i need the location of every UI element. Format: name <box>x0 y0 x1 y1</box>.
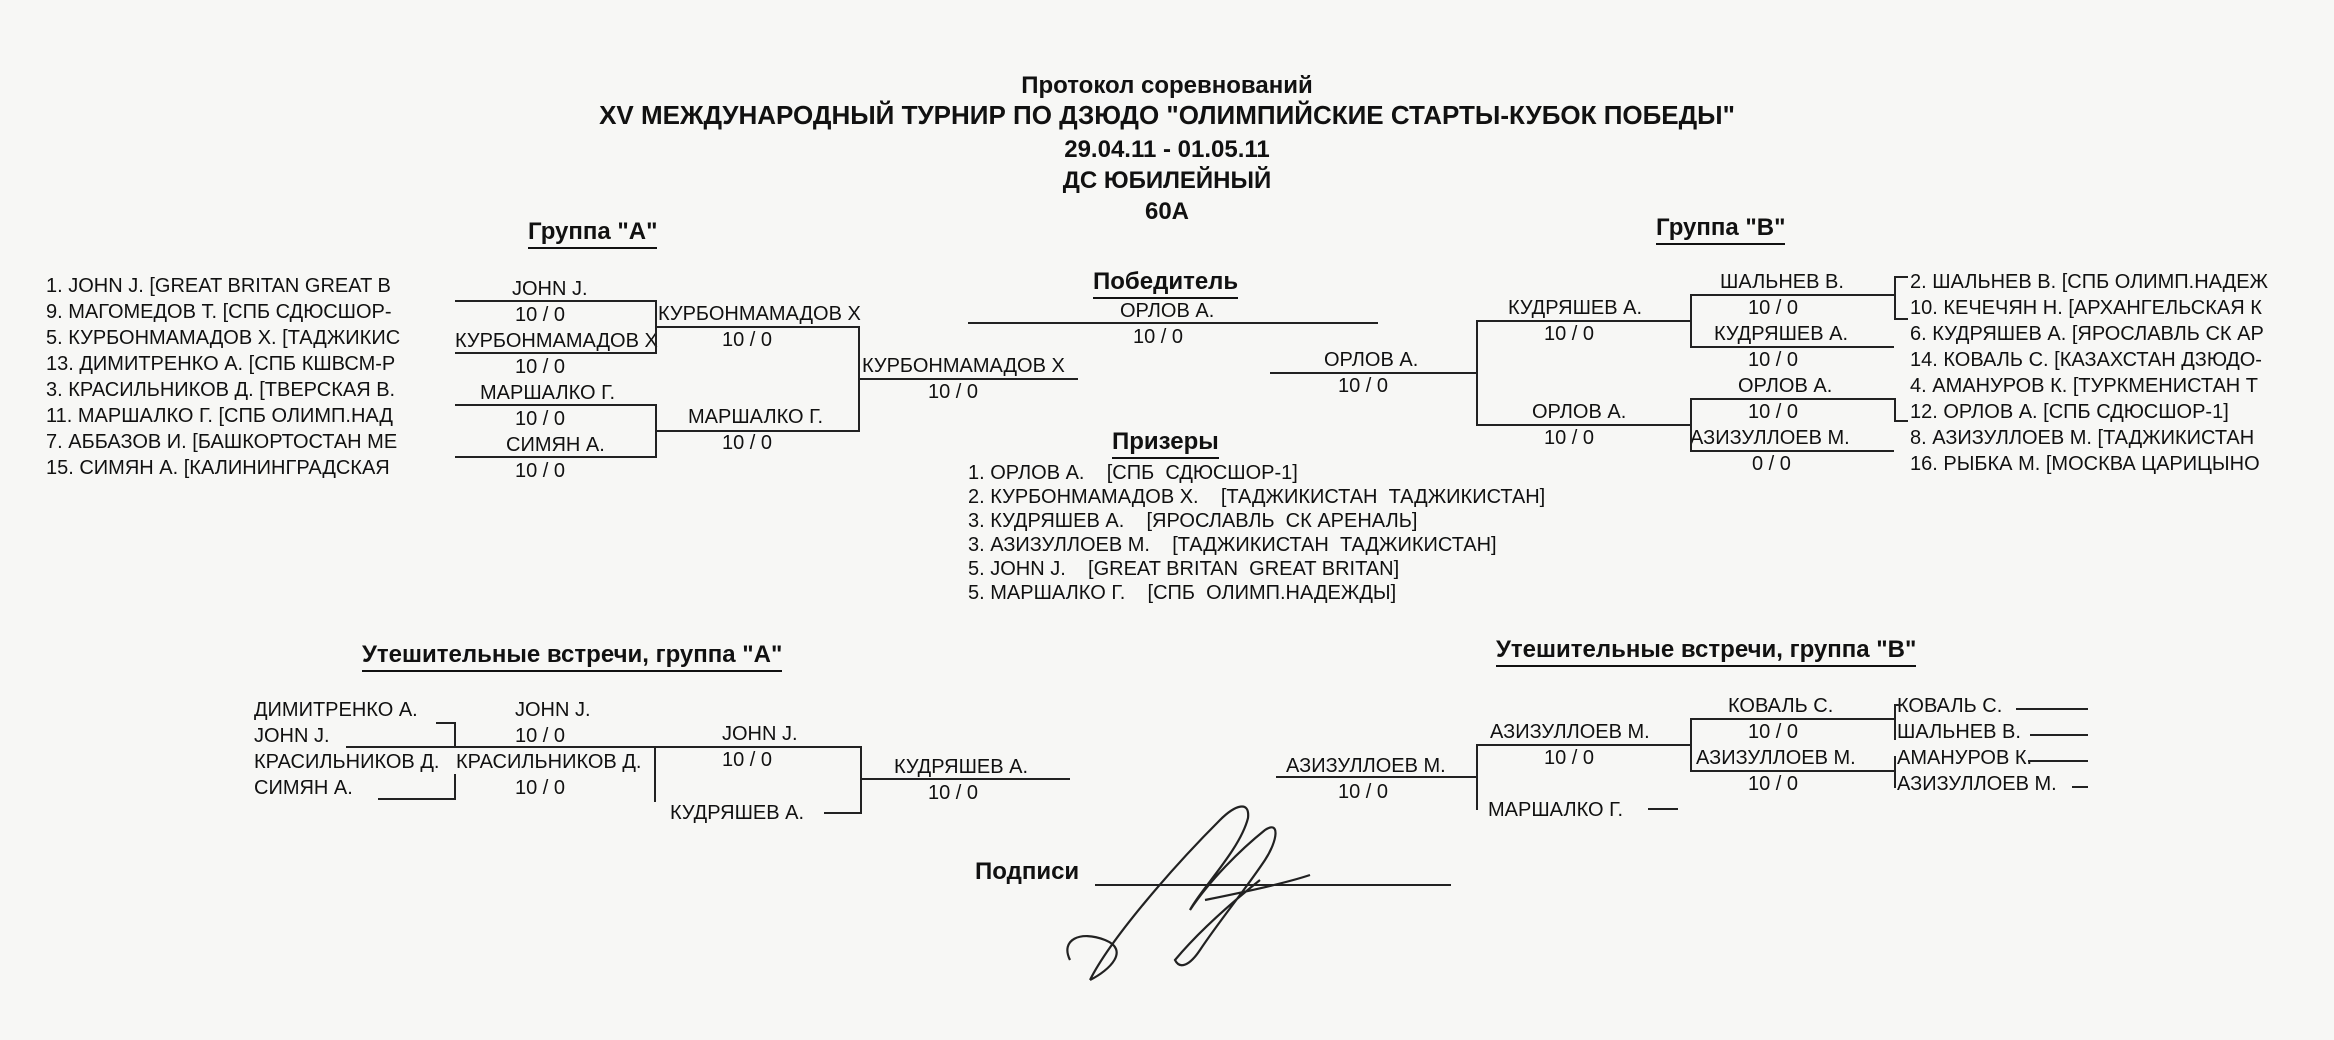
group-b-r1-winner: ОРЛОВ А. <box>1738 376 1833 396</box>
cons-b-final-score: 10 / 0 <box>1338 782 1389 802</box>
group-b-r2-winner: КУДРЯШЕВ А. <box>1508 298 1643 318</box>
cons-b-final-winner: АЗИЗУЛЛОЕВ М. <box>1286 756 1446 776</box>
group-a-r1-score: 10 / 0 <box>515 357 566 377</box>
winner-name: ОРЛОВ А. <box>1120 301 1215 321</box>
group-a-entry: 7. АББАЗОВ И. [БАШКОРТОСТАН МЕ <box>46 432 398 452</box>
group-a-r2-winner: МАРШАЛКО Г. <box>688 407 824 427</box>
group-a-r1-score: 10 / 0 <box>515 305 566 325</box>
group-b-r2-score: 10 / 0 <box>1544 428 1595 448</box>
cons-b-r2-score: 10 / 0 <box>1544 748 1595 768</box>
cons-b-bye: МАРШАЛКО Г. <box>1488 800 1624 820</box>
group-a-entry: 3. КРАСИЛЬНИКОВ Д. [ТВЕРСКАЯ В. <box>46 380 396 400</box>
group-a-title: Группа "A" <box>528 220 658 249</box>
group-b-r1-score: 10 / 0 <box>1748 350 1799 370</box>
group-b-r2-score: 10 / 0 <box>1544 324 1595 344</box>
group-b-entry: 6. КУДРЯШЕВ А. [ЯРОСЛАВЛЬ СК АР <box>1910 324 2264 344</box>
cons-a-entry: ДИМИТРЕНКО А. <box>254 700 418 720</box>
medalist-item: 5. JOHN J. [GREAT BRITAN GREAT BRITAN] <box>968 558 1400 580</box>
group-b-entry: 4. АМАНУРОВ К. [ТУРКМЕНИСТАН Т <box>1910 376 2259 396</box>
group-a-r2-score: 10 / 0 <box>722 433 773 453</box>
cons-a-entry: JOHN J. <box>254 726 330 746</box>
tournament-title: XV МЕЖДУНАРОДНЫЙ ТУРНИР ПО ДЗЮДО "ОЛИМПИ… <box>599 100 1735 130</box>
cons-b-r1-winner: КОВАЛЬ С. <box>1728 696 1834 716</box>
cons-a-final-score: 10 / 0 <box>928 783 979 803</box>
group-a-entry: 13. ДИМИТРЕНКО А. [СПБ КШВСМ-Р <box>46 354 396 374</box>
group-a-entry: 15. СИМЯН А. [КАЛИНИНГРАДСКАЯ <box>46 458 390 478</box>
group-a-r1-winner: МАРШАЛКО Г. <box>480 383 616 403</box>
winner-score: 10 / 0 <box>1133 327 1184 347</box>
cons-b-entry: АМАНУРОВ К. <box>1897 748 2033 768</box>
cons-a-title: Утешительные встречи, группа "A" <box>362 643 783 672</box>
cons-b-entry: АЗИЗУЛЛОЕВ М. <box>1897 774 2057 794</box>
tournament-dates: 29.04.11 - 01.05.11 <box>1064 136 1270 163</box>
cons-a-r1-score: 10 / 0 <box>515 778 566 798</box>
group-b-entry: 12. ОРЛОВ А. [СПБ СДЮСШОР-1] <box>1910 402 2229 422</box>
group-b-entry: 14. КОВАЛЬ С. [КАЗАХСТАН ДЗЮДО- <box>1910 350 2262 370</box>
group-b-final-score: 10 / 0 <box>1338 376 1389 396</box>
group-b-r1-score: 10 / 0 <box>1748 298 1799 318</box>
group-a-entry: 5. КУРБОНМАМАДОВ Х. [ТАДЖИКИС <box>46 328 401 348</box>
group-a-r2-score: 10 / 0 <box>722 330 773 350</box>
cons-a-bye: КУДРЯШЕВ А. <box>670 803 805 823</box>
medalist-item: 2. КУРБОНМАМАДОВ Х. [ТАДЖИКИСТАН ТАДЖИКИ… <box>968 486 1546 508</box>
group-b-r1-score: 0 / 0 <box>1752 454 1791 474</box>
protocol-title: Протокол соревнований <box>1021 72 1313 99</box>
group-a-r2-winner: КУРБОНМАМАДОВ Х <box>658 304 861 324</box>
group-a-r1-score: 10 / 0 <box>515 461 566 481</box>
group-a-final-score: 10 / 0 <box>928 382 979 402</box>
cons-a-r1-score: 10 / 0 <box>515 726 566 746</box>
cons-a-r2-score: 10 / 0 <box>722 750 773 770</box>
cons-a-entry: КРАСИЛЬНИКОВ Д. <box>254 752 440 772</box>
group-b-entry: 16. РЫБКА М. [МОСКВА ЦАРИЦЫНО <box>1910 454 2260 474</box>
medalist-item: 3. КУДРЯШЕВ А. [ЯРОСЛАВЛЬ СК АРЕНАЛЬ] <box>968 510 1418 532</box>
group-b-entry: 8. АЗИЗУЛЛОЕВ М. [ТАДЖИКИСТАН <box>1910 428 2255 448</box>
group-a-final-winner: КУРБОНМАМАДОВ Х <box>862 356 1065 376</box>
group-a-entry: 9. МАГОМЕДОВ Т. [СПБ СДЮСШОР- <box>46 302 392 322</box>
signature-label: Подписи <box>975 860 1080 884</box>
group-b-final-winner: ОРЛОВ А. <box>1324 350 1419 370</box>
group-b-r1-winner: АЗИЗУЛЛОЕВ М. <box>1690 428 1850 448</box>
medalists-title: Призеры <box>1112 430 1219 459</box>
cons-a-final-winner: КУДРЯШЕВ А. <box>894 757 1029 777</box>
cons-a-entry: СИМЯН А. <box>254 778 353 798</box>
group-b-entry: 10. КЕЧЕЧЯН Н. [АРХАНГЕЛЬСКАЯ К <box>1910 298 2262 318</box>
group-b-r2-winner: ОРЛОВ А. <box>1532 402 1627 422</box>
group-a-r1-score: 10 / 0 <box>515 409 566 429</box>
cons-b-r1-score: 10 / 0 <box>1748 774 1799 794</box>
handwritten-signature <box>1066 805 1311 981</box>
winner-title: Победитель <box>1093 270 1239 299</box>
medalist-item: 5. МАРШАЛКО Г. [СПБ ОЛИМП.НАДЕЖДЫ] <box>968 582 1397 604</box>
group-b-r1-score: 10 / 0 <box>1748 402 1799 422</box>
medalist-item: 3. АЗИЗУЛЛОЕВ М. [ТАДЖИКИСТАН ТАДЖИКИСТА… <box>968 534 1497 556</box>
group-b-r1-winner: КУДРЯШЕВ А. <box>1714 324 1849 344</box>
winner-line <box>968 322 1378 324</box>
group-b-entry: 2. ШАЛЬНЕВ В. [СПБ ОЛИМП.НАДЕЖ <box>1910 272 2269 292</box>
cons-a-r1-winner: КРАСИЛЬНИКОВ Д. <box>456 752 642 772</box>
cons-b-r2-winner: АЗИЗУЛЛОЕВ М. <box>1490 722 1650 742</box>
cons-a-r2-winner: JOHN J. <box>722 724 798 744</box>
group-b-r1-winner: ШАЛЬНЕВ В. <box>1720 272 1844 292</box>
medalist-item: 1. ОРЛОВ А. [СПБ СДЮСШОР-1] <box>968 462 1298 484</box>
group-a-r1-winner: СИМЯН А. <box>506 435 605 455</box>
group-a-entry: 11. МАРШАЛКО Г. [СПБ ОЛИМП.НАД <box>46 406 393 426</box>
group-a-r1-winner: JOHN J. <box>512 279 588 299</box>
cons-b-entry: КОВАЛЬ С. <box>1897 696 2003 716</box>
cons-b-r1-winner: АЗИЗУЛЛОЕВ М. <box>1696 748 1856 768</box>
group-a-entry: 1. JOHN J. [GREAT BRITAN GREAT B <box>46 276 391 296</box>
cons-b-title: Утешительные встречи, группа "B" <box>1496 638 1917 667</box>
group-a-r1-winner: КУРБОНМАМАДОВ Х <box>455 331 658 351</box>
weight-category: 60А <box>1144 198 1190 225</box>
group-b-title: Группа "B" <box>1656 216 1786 245</box>
cons-b-r1-score: 10 / 0 <box>1748 722 1799 742</box>
cons-b-entry: ШАЛЬНЕВ В. <box>1897 722 2021 742</box>
tournament-venue: ДС ЮБИЛЕЙНЫЙ <box>1062 167 1272 194</box>
cons-a-r1-winner: JOHN J. <box>515 700 591 720</box>
